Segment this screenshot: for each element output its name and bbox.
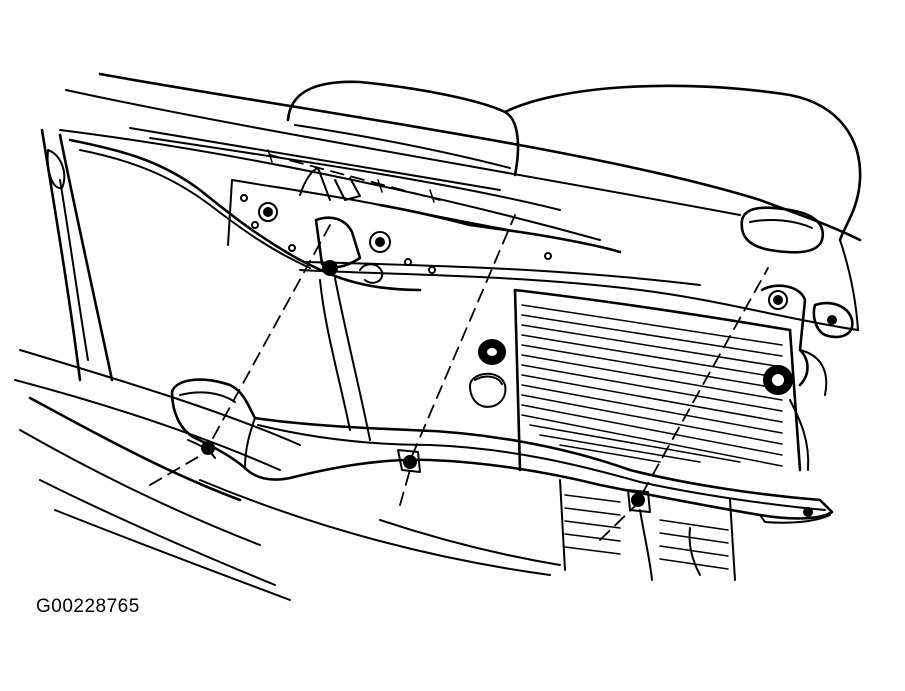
latch-bracket	[299, 167, 371, 441]
alignment-leader-lines	[149, 214, 769, 541]
grommets	[469, 339, 507, 408]
radiator-support-panel	[68, 138, 859, 331]
reservoir	[740, 206, 825, 254]
air-cleaner-housing	[286, 80, 862, 242]
lower-support-bracket	[170, 378, 834, 524]
hood-outline	[59, 72, 862, 242]
lower-condenser	[559, 479, 736, 581]
lower-bumper-lines	[14, 349, 561, 601]
radiator-core	[513, 288, 802, 472]
figure-id-label: G00228765	[36, 596, 140, 617]
left-fender	[40, 128, 114, 382]
top-dash-marks	[267, 149, 441, 203]
radiator-fins	[521, 304, 783, 467]
right-mount-bracket	[760, 239, 859, 471]
